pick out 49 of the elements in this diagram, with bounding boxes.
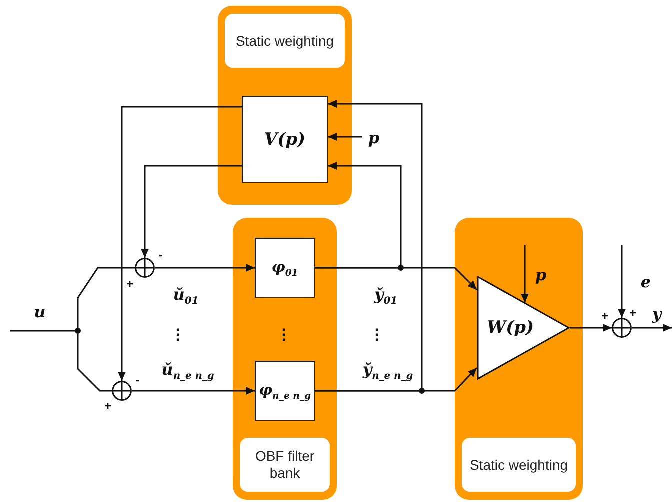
sign-mark: - xyxy=(159,249,163,261)
arrow xyxy=(118,106,242,381)
block-label: φ$_{n_e n_g}$ xyxy=(258,380,312,402)
arrow xyxy=(132,387,255,395)
sign-mark: + xyxy=(602,310,608,322)
sign-mark: - xyxy=(136,374,140,386)
block-label: φ$_{01}$ xyxy=(272,258,298,278)
signal-label: p xyxy=(368,128,380,148)
summing-junction xyxy=(135,258,155,278)
sign-mark: + xyxy=(630,307,636,319)
connector-line xyxy=(77,334,112,392)
group-panel xyxy=(218,6,352,205)
ellipsis-mark: ⋮ xyxy=(170,328,186,342)
ellipsis-mark: ⋮ xyxy=(370,328,384,342)
signal-label: ŭ$_{01}$ xyxy=(173,284,199,308)
signal-label: y xyxy=(652,304,662,324)
arrow xyxy=(570,324,612,332)
signal-label: y̆$_{n_e n_g}$ xyxy=(362,360,414,382)
arrow xyxy=(618,245,626,318)
arrow xyxy=(141,165,242,258)
sign-mark: + xyxy=(126,278,134,290)
signal-label: y̆$_{01}$ xyxy=(374,284,398,308)
signal-label: u xyxy=(34,302,46,322)
group-panel xyxy=(233,218,337,500)
sign-mark: + xyxy=(104,400,112,412)
ellipsis-mark: ⋮ xyxy=(276,328,292,342)
signal-label: e xyxy=(640,272,652,292)
summing-junction xyxy=(612,318,632,338)
panel-heading: OBF filter bank xyxy=(240,438,330,492)
summing-junction xyxy=(112,381,132,401)
transfer-block xyxy=(242,96,328,183)
block-label: V(p) xyxy=(264,130,306,150)
transfer-block xyxy=(255,361,315,421)
arrow xyxy=(632,324,672,332)
block-label: W(p) xyxy=(487,318,534,338)
group-panel xyxy=(455,218,583,500)
signal-label: ŭ$_{n_e n_g}$ xyxy=(162,360,214,382)
junction-dot xyxy=(75,328,81,334)
connector-line xyxy=(10,330,75,332)
arrow xyxy=(155,264,255,272)
arrow xyxy=(315,162,402,269)
connector-line xyxy=(77,267,135,328)
arrow xyxy=(521,245,529,303)
panel-heading: Static weighting xyxy=(225,14,345,68)
arrow xyxy=(328,133,362,141)
arrow xyxy=(315,100,423,392)
transfer-block xyxy=(255,238,315,298)
signal-label: p xyxy=(535,266,547,284)
panel-heading: Static weighting xyxy=(462,438,576,492)
